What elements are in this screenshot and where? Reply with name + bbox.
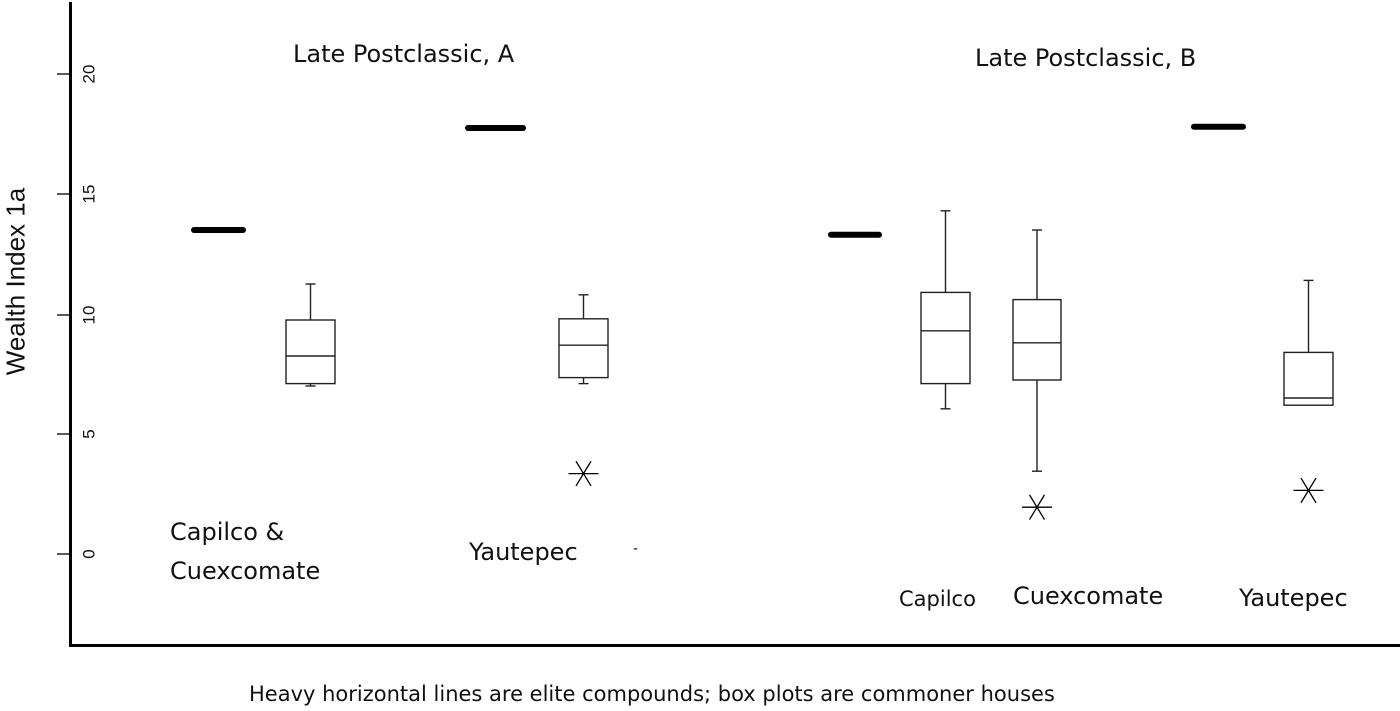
stray-dash: - [633,541,639,557]
panel-a-title: Late Postclassic, A [293,40,515,68]
group-label-yautepec-b: Yautepec [1239,584,1348,612]
panel-b-title: Late Postclassic, B [975,44,1197,72]
y-tick-20: 20 [79,64,99,84]
plot-area [191,123,1334,520]
y-tick-15: 15 [79,184,99,204]
box-iqr [558,318,609,379]
box-iqr [1283,351,1334,406]
box-iqr [920,291,971,385]
axes [57,2,1400,647]
outlier-asterisk [1293,477,1324,504]
group-label-yautepec-a: Yautepec [469,538,578,566]
outlier-asterisk [568,460,599,487]
outlier-asterisk [1022,494,1052,520]
group-label-capilco-cuexcomate-line2: Cuexcomate [170,557,321,585]
chart-caption: Heavy horizontal lines are elite compoun… [249,682,1055,706]
box-iqr [1012,298,1062,381]
box-iqr [285,319,336,385]
y-tick-5: 5 [79,429,99,439]
group-label-cuexcomate-b: Cuexcomate [1013,582,1164,610]
group-label-capilco-cuexcomate-line1: Capilco & [170,518,285,546]
y-axis-label: Wealth Index 1a [0,187,31,376]
y-tick-10: 10 [79,305,99,325]
group-label-capilco-b: Capilco [899,587,976,611]
y-tick-0: 0 [79,549,99,559]
